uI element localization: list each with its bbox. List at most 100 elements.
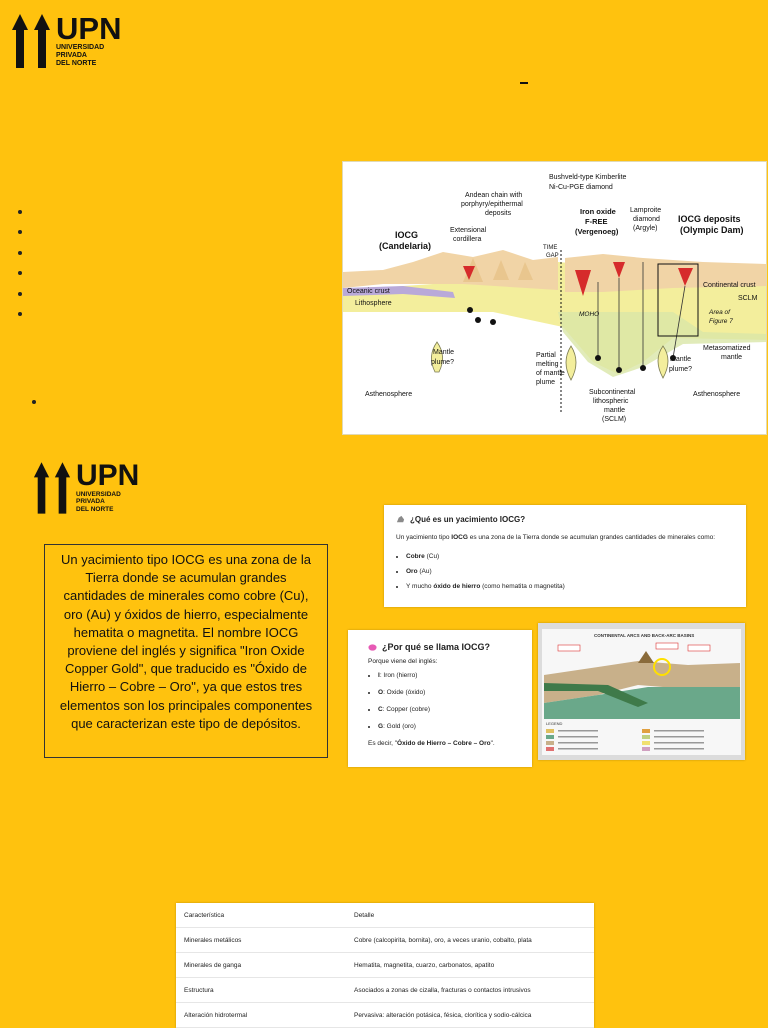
brain-icon bbox=[368, 643, 377, 651]
diagram-label: mantle bbox=[721, 354, 742, 361]
diagram-label: IOCG bbox=[395, 230, 418, 240]
diagram-label: IOCG deposits bbox=[678, 214, 741, 224]
what-is-iocg-card: ¿Qué es un yacimiento IOCG? Un yacimient… bbox=[384, 505, 746, 607]
diagram-label: Metasomatized bbox=[703, 345, 751, 352]
logo-title: UPN bbox=[56, 10, 122, 46]
diagram-label: plume? bbox=[431, 359, 454, 366]
text-bold: Cobre bbox=[406, 553, 425, 560]
card-footer: Es decir, "Óxido de Hierro – Cobre – Oro… bbox=[368, 740, 512, 747]
definition-text: Un yacimiento tipo IOCG es una zona de l… bbox=[59, 552, 313, 731]
logo-line-1: UNIVERSIDAD bbox=[56, 43, 105, 51]
iocg-definition-textbox: Un yacimiento tipo IOCG es una zona de l… bbox=[44, 544, 328, 758]
diagram-label: Mantle bbox=[670, 356, 691, 363]
table-cell: Estructura bbox=[184, 986, 214, 994]
text: : Gold (oro) bbox=[383, 723, 416, 730]
diagram-label: plume bbox=[536, 379, 555, 386]
table-cell: Alteración hidrotermal bbox=[184, 1011, 248, 1019]
continental-arcs-diagram: CONTINENTAL ARCS AND BACK-ARC BASINS LEG… bbox=[538, 623, 745, 760]
characteristics-table: Característica Detalle Minerales metálic… bbox=[176, 903, 594, 1028]
list-item: Cobre (Cu) bbox=[406, 552, 734, 561]
table-cell: Pervasiva: alteración potásica, fésica, … bbox=[354, 1011, 532, 1019]
text: (Cu) bbox=[424, 553, 440, 560]
diagram-label: Lamproite bbox=[630, 207, 661, 214]
diagram-label: mantle bbox=[604, 407, 625, 414]
table-header: Característica Detalle bbox=[176, 903, 594, 928]
table-cell: Cobre (calcopirita, bornita), oro, a vec… bbox=[354, 936, 532, 944]
text-bold: Óxido de Hierro – Cobre – Oro bbox=[397, 740, 491, 747]
bullet-dot bbox=[18, 230, 22, 235]
card-paragraph: Porque viene del inglés: bbox=[368, 658, 438, 665]
logo-line-3: DEL NORTE bbox=[76, 505, 114, 513]
table-row: Minerales metálicos Cobre (calcopirita, … bbox=[176, 928, 594, 953]
text-bold: O bbox=[378, 689, 384, 696]
diagram-label: SCLM bbox=[738, 295, 758, 302]
table-row: Estructura Asociados a zonas de cizalla,… bbox=[176, 978, 594, 1003]
text: : Oxide (óxido) bbox=[383, 689, 426, 696]
logo-line-3: DEL NORTE bbox=[56, 59, 97, 67]
diagram-label: of mantle bbox=[536, 370, 565, 377]
text-bold: Oro bbox=[406, 568, 418, 575]
diagram-label: lithospheric bbox=[593, 398, 629, 405]
diagram-label: plume? bbox=[669, 366, 692, 373]
diagram-label: (Argyle) bbox=[633, 225, 658, 232]
diagram-label: Mantle bbox=[433, 349, 454, 356]
iocg-tectonic-diagram: Bushveld-type Kimberlite Ni-Cu-PGE diamo… bbox=[342, 161, 767, 435]
why-iocg-card: ¿Por qué se llama IOCG? Porque viene del… bbox=[348, 630, 532, 767]
bullet-dot bbox=[18, 271, 22, 276]
list-item: Oro (Au) bbox=[406, 567, 734, 576]
diagram-label: Bushveld-type Kimberlite bbox=[549, 174, 627, 181]
mini-diagram-legend-title: LEGEND bbox=[546, 721, 563, 726]
diagram-label: diamond bbox=[633, 216, 660, 223]
diagram-label: F-REE bbox=[585, 217, 608, 226]
bullet-dot bbox=[18, 210, 22, 214]
card-title: ¿Por qué se llama IOCG? bbox=[382, 642, 491, 652]
list-item: Y mucho óxido de hierro (como hematita o… bbox=[406, 582, 734, 591]
list-item: C: Copper (cobre) bbox=[378, 706, 512, 714]
text: (como hematita o magnetita) bbox=[480, 583, 565, 590]
text: Y mucho bbox=[406, 583, 434, 590]
text-bold: IOCG bbox=[451, 534, 468, 541]
diagram-label: Ni-Cu-PGE diamond bbox=[549, 184, 613, 191]
text: : Copper (cobre) bbox=[382, 706, 431, 713]
upn-logo: UPN UNIVERSIDAD PRIVADA DEL NORTE bbox=[10, 10, 121, 68]
card-paragraph: Un yacimiento tipo IOCG es una zona de l… bbox=[396, 533, 734, 542]
logo-line-2: PRIVADA bbox=[76, 498, 105, 506]
text: ". bbox=[490, 740, 495, 747]
bullet-dot bbox=[18, 250, 22, 255]
diagram-label: (SCLM) bbox=[602, 416, 626, 423]
text: (Au) bbox=[417, 568, 432, 575]
bullet-dot bbox=[18, 291, 22, 296]
diagram-label: Continental crust bbox=[703, 282, 756, 289]
list-item: O: Oxide (óxido) bbox=[378, 689, 512, 697]
diagram-label: Area of bbox=[708, 309, 731, 316]
mini-diagram-title: CONTINENTAL ARCS AND BACK-ARC BASINS bbox=[594, 633, 694, 638]
diagram-label: Lithosphere bbox=[355, 300, 392, 307]
rock-icon bbox=[396, 515, 405, 523]
diagram-label: Partial bbox=[536, 352, 556, 359]
diagram-label: (Candelaria) bbox=[379, 241, 431, 251]
text: Un yacimiento tipo bbox=[396, 534, 452, 541]
upn-logo: UPN UNIVERSIDAD PRIVADA DEL NORTE bbox=[32, 458, 139, 514]
diagram-label: (Olympic Dam) bbox=[680, 225, 744, 235]
logo-line-2: PRIVADA bbox=[56, 51, 87, 59]
diagram-label: Asthenosphere bbox=[365, 391, 412, 398]
table-cell: Minerales de ganga bbox=[184, 961, 242, 969]
text: Es decir, " bbox=[368, 740, 398, 747]
text-bold: I bbox=[378, 672, 380, 679]
diagram-label: Oceanic crust bbox=[347, 288, 390, 295]
upn-arrow-icon bbox=[33, 462, 71, 514]
diagram-label: melting bbox=[536, 361, 559, 368]
card-title: ¿Qué es un yacimiento IOCG? bbox=[410, 515, 526, 524]
text-bold: óxido de hierro bbox=[433, 583, 481, 590]
diagram-label: Figure 7 bbox=[709, 318, 733, 325]
logo-line-1: UNIVERSIDAD bbox=[76, 490, 121, 498]
diagram-label: Subcontinental bbox=[589, 389, 636, 396]
header-cell: Detalle bbox=[354, 911, 375, 919]
diagram-label: Andean chain with bbox=[465, 192, 522, 199]
table-row: Minerales de ganga Hematita, magnetita, … bbox=[176, 953, 594, 978]
table-cell: Hematita, magnetita, cuarzo, carbonatos,… bbox=[354, 961, 495, 969]
table-cell: Minerales metálicos bbox=[184, 936, 242, 944]
text: : Iron (hierro) bbox=[379, 672, 418, 679]
header-cell: Característica bbox=[184, 911, 225, 919]
diagram-label: Extensional bbox=[450, 227, 487, 234]
